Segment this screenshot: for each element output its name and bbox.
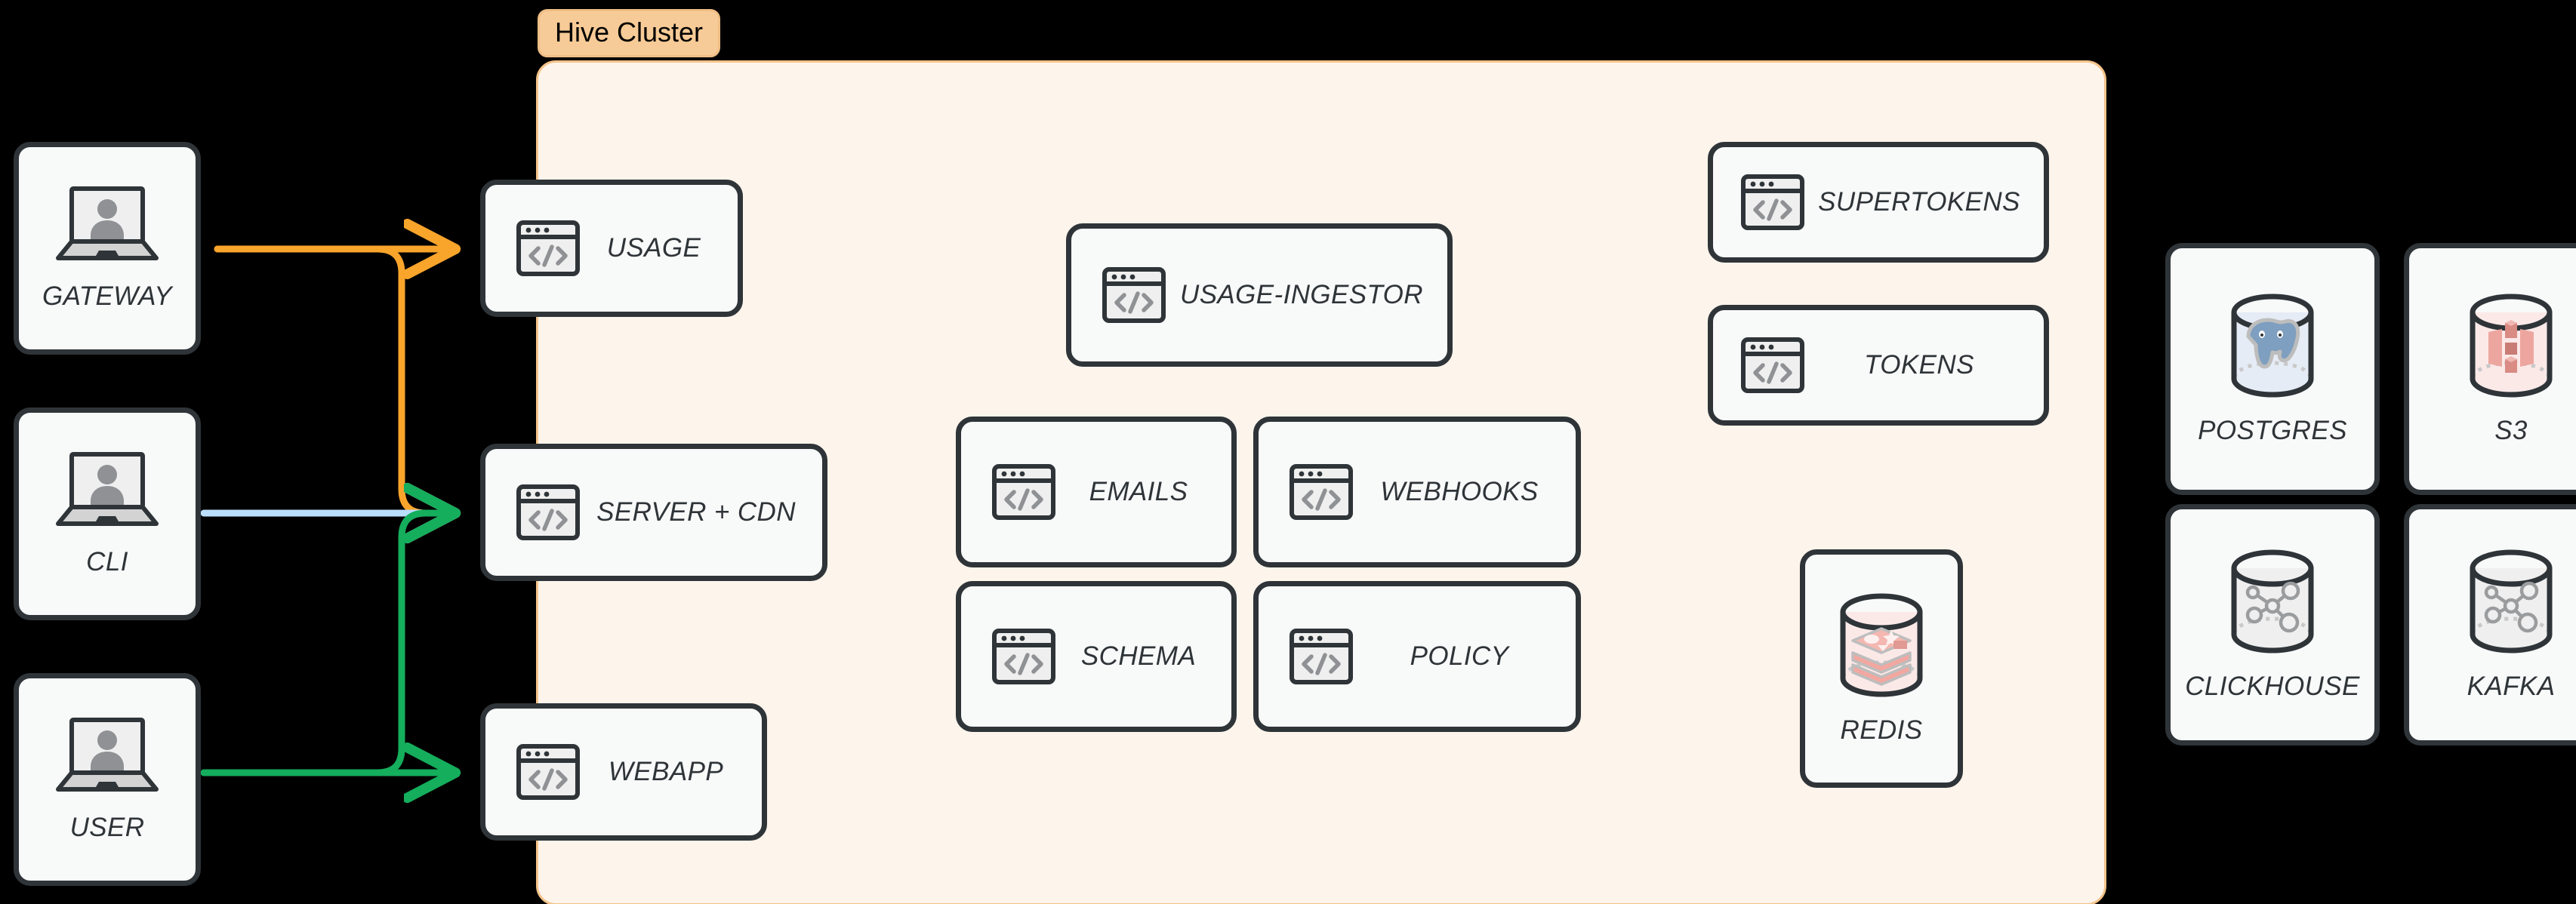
network-database-icon [2223, 549, 2322, 658]
service-node-tokens[interactable]: TOKENS [1708, 305, 2049, 426]
code-window-icon [516, 220, 581, 277]
service-node-schema[interactable]: SCHEMA [956, 581, 1237, 732]
service-node-webhooks[interactable]: WEBHOOKS [1253, 417, 1581, 567]
datastore-node-kafka[interactable]: KAFKA [2404, 504, 2576, 746]
code-window-icon [991, 628, 1056, 685]
service-node-server-cdn[interactable]: SERVER + CDN [480, 444, 827, 581]
datastore-node-redis[interactable]: REDIS [1800, 549, 1963, 788]
postgres-database-icon [2223, 293, 2322, 402]
client-label: CLI [86, 546, 128, 577]
connector-gateway-to-server-cdn [214, 245, 451, 513]
service-label: USAGE [606, 233, 701, 263]
datastore-label: POSTGRES [2198, 415, 2347, 445]
datastore-node-clickhouse[interactable]: CLICKHOUSE [2165, 504, 2380, 746]
datastore-label: CLICKHOUSE [2185, 671, 2360, 701]
service-label: USAGE-INGESTOR [1180, 280, 1423, 309]
hive-cluster-badge: Hive Cluster [538, 9, 721, 57]
service-label: EMAILS [1089, 477, 1188, 506]
service-label: SUPERTOKENS [1818, 187, 2020, 217]
service-label: WEBHOOKS [1380, 477, 1539, 506]
datastore-node-postgres[interactable]: POSTGRES [2165, 243, 2380, 495]
code-window-icon [1102, 266, 1166, 324]
service-node-webapp[interactable]: WEBAPP [480, 703, 767, 841]
connector-user-to-server-cdn [200, 513, 451, 776]
client-node-user[interactable]: USER [14, 673, 201, 886]
service-node-policy[interactable]: POLICY [1253, 581, 1581, 732]
datastore-label: REDIS [1840, 715, 1923, 745]
client-node-cli[interactable]: CLI [14, 407, 201, 620]
client-label: GATEWAY [42, 281, 172, 311]
code-window-icon [516, 484, 581, 541]
redis-database-icon [1832, 592, 1930, 702]
code-window-icon [1740, 337, 1805, 394]
service-node-usage[interactable]: USAGE [480, 180, 743, 317]
datastore-node-s3[interactable]: S3 [2404, 243, 2576, 495]
service-node-emails[interactable]: EMAILS [956, 417, 1237, 567]
service-label: POLICY [1410, 641, 1509, 671]
code-window-icon [991, 463, 1056, 521]
service-label: WEBAPP [608, 757, 724, 786]
service-label: SERVER + CDN [596, 497, 796, 527]
laptop-user-icon [54, 451, 161, 533]
service-node-usage-ingestor[interactable]: USAGE-INGESTOR [1066, 223, 1453, 367]
code-window-icon [1289, 628, 1354, 685]
laptop-user-icon [54, 717, 161, 799]
client-label: USER [69, 812, 145, 842]
client-node-gateway[interactable]: GATEWAY [14, 142, 201, 355]
datastore-label: S3 [2494, 415, 2528, 445]
service-node-supertokens[interactable]: SUPERTOKENS [1708, 142, 2049, 263]
service-label: SCHEMA [1080, 641, 1197, 671]
service-label: TOKENS [1864, 350, 1974, 380]
datastore-label: KAFKA [2467, 671, 2556, 701]
network-database-icon [2462, 549, 2560, 658]
code-window-icon [1289, 463, 1354, 521]
code-window-icon [516, 743, 581, 801]
s3-database-icon [2462, 293, 2560, 402]
laptop-user-icon [54, 186, 161, 268]
code-window-icon [1740, 174, 1805, 231]
